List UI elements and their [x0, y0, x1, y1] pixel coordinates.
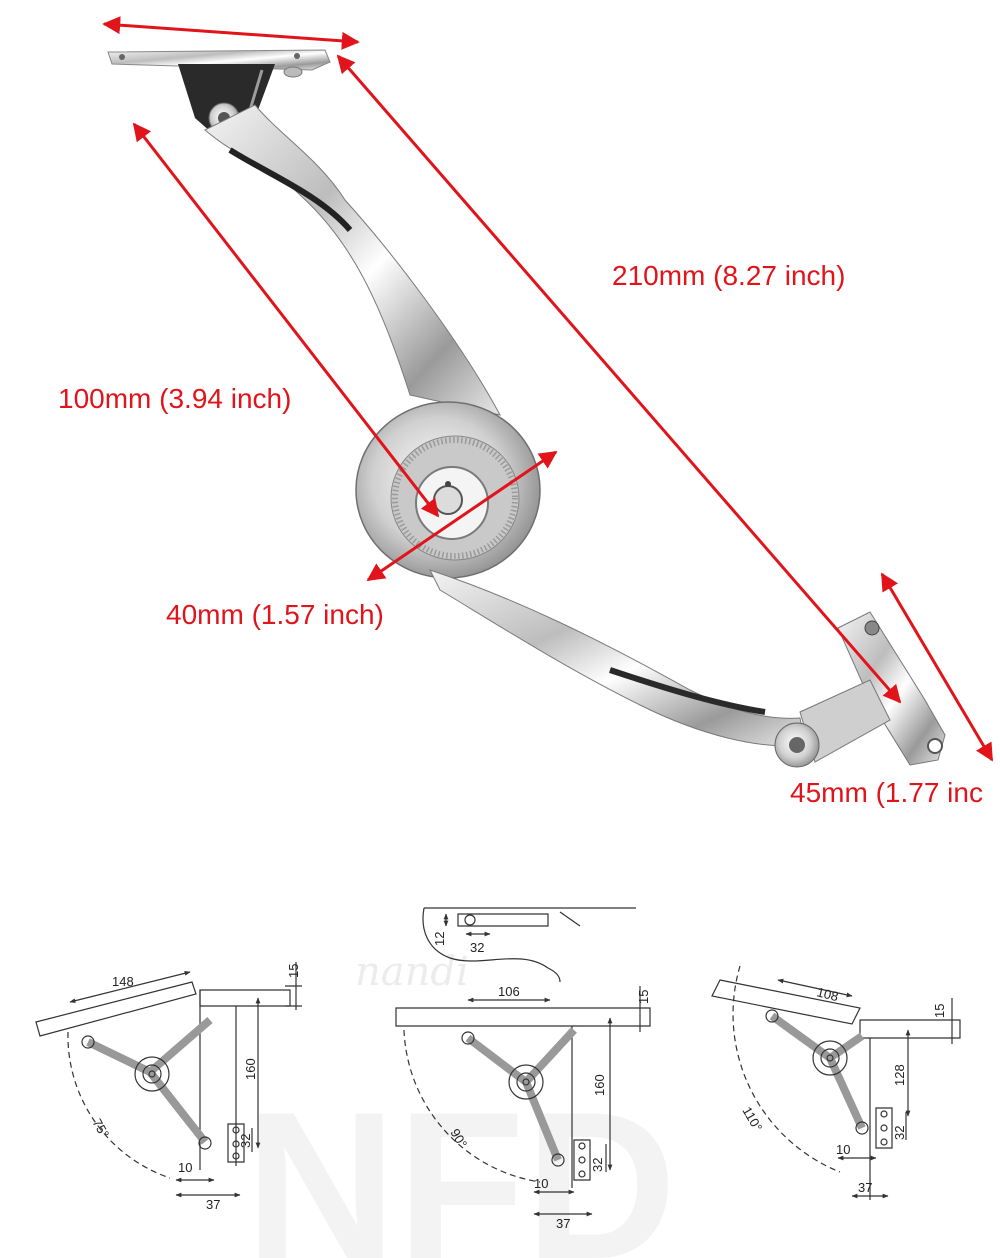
hub-diameter-label: 40mm (1.57 inch)	[166, 599, 384, 630]
d110-depth: 15	[932, 1004, 947, 1018]
d75-height: 160	[243, 1058, 258, 1080]
watermark-script: nandi	[355, 949, 469, 995]
arm-length-label: 100mm (3.94 inch)	[58, 383, 291, 414]
lower-arm	[429, 569, 806, 747]
d110-offset-a: 10	[836, 1142, 850, 1157]
dimension-arrows	[102, 16, 994, 762]
lid-stay-photo: 210mm (8.27 inch) 100mm (3.94 inch) 40mm…	[58, 16, 994, 808]
damper-hub	[355, 401, 541, 579]
d90-detail-w: 32	[470, 940, 484, 955]
hub-diameter-arrow	[366, 450, 558, 582]
drawing-90-labels: 12 32 106 15 160 32 90° 10 37	[432, 932, 651, 1231]
d90-offset-a: 10	[534, 1176, 548, 1191]
overall-length-label: 210mm (8.27 inch)	[612, 260, 845, 291]
d110-length: 108	[815, 984, 840, 1004]
drawing-90	[395, 907, 651, 1217]
d110-height: 128	[892, 1064, 907, 1086]
d90-height: 160	[592, 1074, 607, 1096]
d90-depth: 15	[636, 990, 651, 1004]
top-plate-arrow	[102, 16, 360, 50]
d90-length: 106	[498, 984, 520, 999]
watermark-text: NFD	[245, 1068, 677, 1258]
drawing-110	[711, 965, 961, 1200]
drawing-75	[35, 962, 302, 1198]
d75-length: 148	[112, 974, 134, 989]
d75-offset-a: 10	[178, 1160, 192, 1175]
d90-detail-h: 12	[432, 932, 447, 946]
d90-offset-b: 37	[556, 1216, 570, 1231]
d110-offset-b: 37	[858, 1180, 872, 1195]
d75-hole: 32	[238, 1134, 253, 1148]
arm-length-arrow	[132, 122, 440, 518]
bracket-length-label: 45mm (1.77 inc	[790, 777, 983, 808]
upper-arm	[204, 104, 501, 416]
brand-watermark: NFD nandi	[245, 949, 677, 1258]
d90-hole: 32	[590, 1158, 605, 1172]
d75-depth: 15	[286, 964, 301, 978]
d75-offset-b: 37	[206, 1197, 220, 1212]
d110-angle: 110°	[739, 1104, 765, 1134]
d110-hole: 32	[892, 1126, 907, 1140]
bracket-length-arrow	[880, 572, 994, 762]
drawing-75-labels: 148 15 160 32 75° 10 37	[89, 964, 301, 1212]
